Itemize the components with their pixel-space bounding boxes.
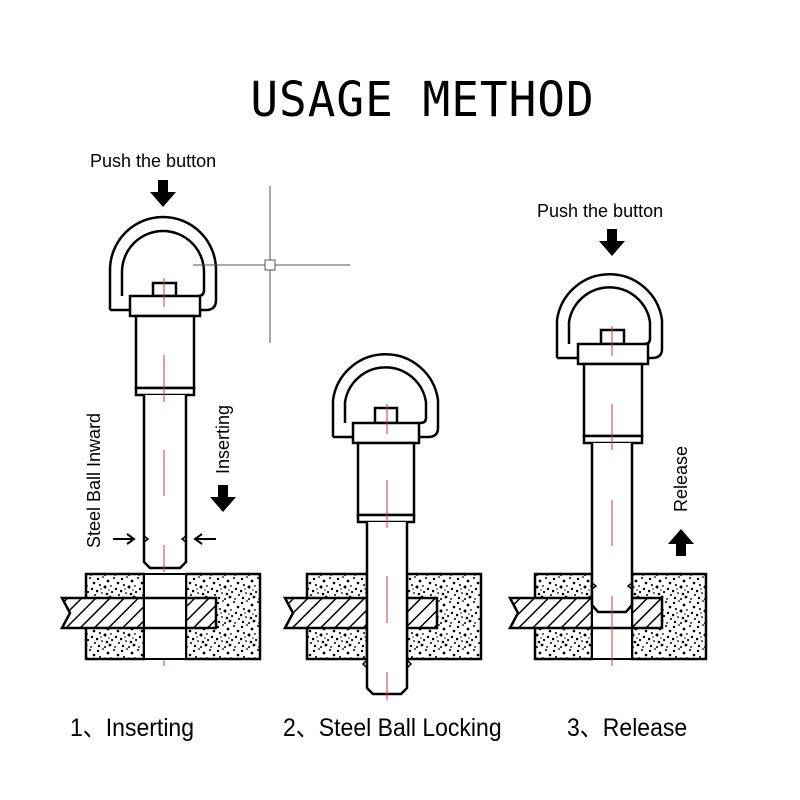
d-ring — [331, 353, 440, 439]
arrow-down-icon — [150, 180, 176, 207]
pin-collar — [128, 294, 202, 318]
arrow-left-icon — [193, 533, 216, 545]
pin-body — [134, 314, 196, 390]
push-button-label-1: Push the button — [90, 151, 217, 171]
workpiece-block-1 — [59, 572, 262, 661]
step-caption-1: 1、Inserting — [70, 714, 195, 742]
crosshair-cursor-icon — [193, 186, 350, 343]
arrow-down-icon — [210, 485, 236, 512]
diagram-title: USAGE METHOD — [250, 70, 595, 128]
pin-body — [582, 362, 644, 438]
pin-assembly-inserting — [108, 180, 236, 666]
pin-body — [356, 441, 416, 517]
pin-collar — [576, 342, 650, 366]
arrow-right-icon — [113, 533, 136, 545]
pin-assembly-release — [555, 229, 694, 556]
step-caption-2: 2、Steel Ball Locking — [283, 714, 502, 742]
pin-assembly-locking — [331, 353, 440, 524]
d-ring — [108, 215, 218, 312]
d-ring — [555, 273, 664, 360]
inserting-label: Inserting — [213, 404, 233, 474]
push-button-label-3: Push the button — [537, 201, 664, 221]
step-caption-3: 3、Release — [567, 714, 688, 742]
arrow-up-icon — [668, 529, 694, 556]
pin-collar — [351, 421, 421, 445]
arrow-down-icon — [599, 229, 625, 256]
steel-ball-inward-label: Steel Ball Inward — [84, 412, 104, 548]
release-label: Release — [671, 445, 691, 512]
pin-shaft — [142, 395, 188, 570]
